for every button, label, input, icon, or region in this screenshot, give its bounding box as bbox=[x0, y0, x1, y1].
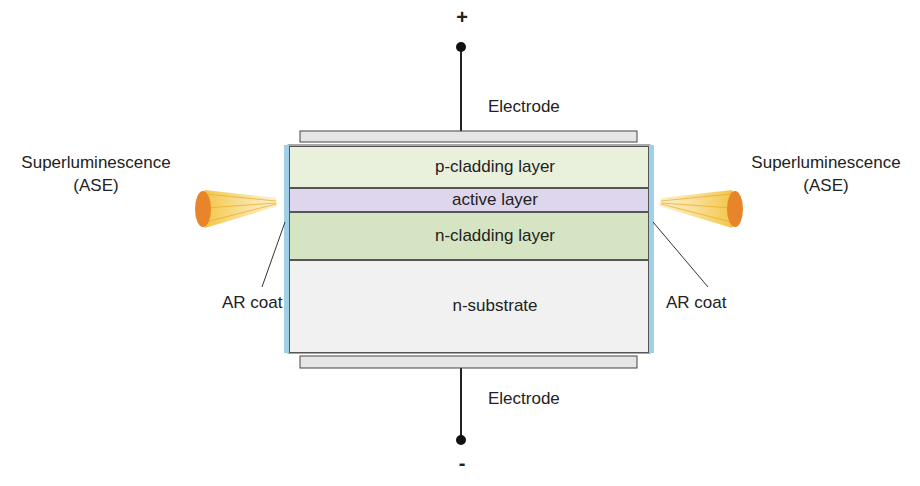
layer-label: p-cladding layer bbox=[435, 158, 555, 177]
layer-label: active layer bbox=[452, 191, 538, 210]
emission-spot bbox=[195, 191, 211, 227]
ar-coat bbox=[649, 145, 654, 353]
emission-label: Superluminescence (ASE) bbox=[6, 152, 186, 198]
chip-body bbox=[288, 145, 650, 353]
electrode-label: Electrode bbox=[488, 96, 598, 119]
coating-label: AR coat bbox=[666, 292, 746, 315]
electrode-label: Electrode bbox=[488, 388, 598, 411]
leader-line bbox=[262, 222, 285, 287]
wire bbox=[460, 47, 462, 131]
layer-label: n-substrate bbox=[452, 297, 537, 316]
emission-cone bbox=[659, 190, 737, 228]
emission-cone bbox=[200, 190, 278, 228]
leader-line bbox=[653, 222, 708, 287]
emission-rays bbox=[661, 194, 732, 222]
emission-label: Superluminescence (ASE) bbox=[736, 152, 916, 198]
cladding-layer: n-cladding layer bbox=[289, 212, 649, 260]
cladding-layer: p-cladding layer bbox=[289, 146, 649, 188]
electrode-plate bbox=[300, 131, 637, 142]
active-layer: active layer bbox=[289, 188, 649, 212]
coating-label: AR coat bbox=[222, 292, 302, 315]
wire bbox=[460, 368, 462, 440]
emission-rays bbox=[205, 194, 276, 222]
substrate-layer: n-substrate bbox=[289, 260, 649, 353]
terminal-sign: - bbox=[452, 450, 472, 477]
layer-label: n-cladding layer bbox=[435, 227, 555, 246]
terminal-dot bbox=[456, 435, 466, 445]
terminal-dot bbox=[456, 42, 466, 52]
electrode-plate bbox=[300, 356, 637, 368]
terminal-sign: + bbox=[452, 4, 472, 31]
emission-spot bbox=[727, 191, 743, 227]
